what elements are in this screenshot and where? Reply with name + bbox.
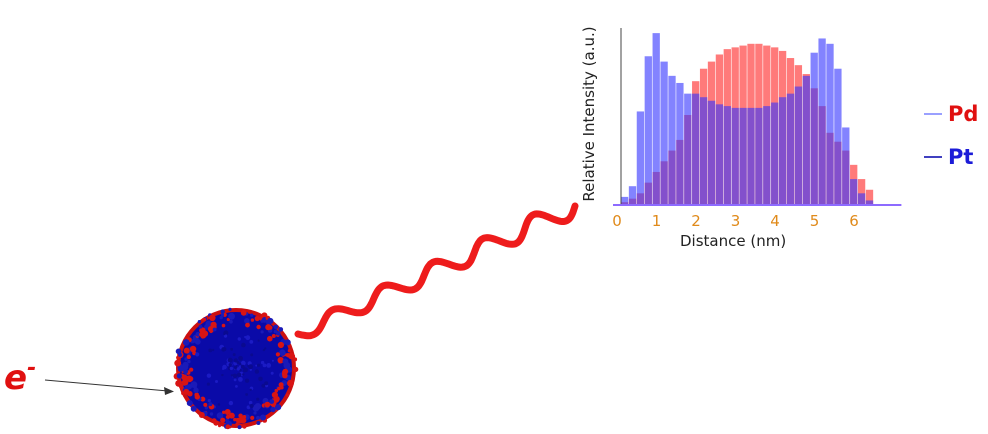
- pt-bar-5: [660, 61, 668, 204]
- x-tick-label-5: 5: [810, 212, 820, 230]
- legend-label-pt: Pt: [948, 144, 974, 169]
- legend: Pd Pt: [924, 92, 978, 178]
- pt-bar-23: [802, 75, 810, 204]
- y-axis-label: Relative Intensity (a.u.): [580, 26, 598, 202]
- pt-bar-2: [636, 111, 645, 204]
- pt-bar-4: [652, 33, 660, 205]
- pt-bar-1: [628, 186, 637, 204]
- pt-bar-29: [850, 179, 858, 204]
- pt-bar-13: [723, 106, 731, 204]
- pt-bar-26: [826, 43, 834, 204]
- pt-bar-11: [707, 100, 716, 204]
- pt-bar-17: [755, 107, 763, 204]
- pd-bar-31: [865, 189, 874, 204]
- electron-label: e-: [4, 356, 37, 398]
- pt-bar-22: [794, 86, 803, 204]
- x-tick-label-6: 6: [849, 212, 859, 230]
- legend-swatch-pt: [924, 155, 942, 158]
- pt-bar-30: [857, 193, 866, 204]
- pt-bar-10: [699, 97, 708, 204]
- electron-charge: -: [27, 356, 37, 381]
- legend-label-pd: Pd: [948, 101, 979, 126]
- pt-bar-25: [818, 38, 826, 205]
- legend-item-pt: Pt: [924, 135, 978, 178]
- pt-bar-28: [842, 127, 850, 204]
- legend-item-pd: Pd: [924, 92, 978, 135]
- pt-bar-6: [668, 75, 676, 204]
- pd-bar-30: [857, 179, 866, 204]
- x-tick-label-4: 4: [770, 212, 780, 230]
- nanoparticle: [173, 307, 299, 430]
- pt-bar-20: [778, 97, 787, 204]
- pt-bar-27: [834, 68, 842, 204]
- x-tick-label-1: 1: [652, 212, 662, 230]
- pt-bar-0: [620, 196, 629, 204]
- pt-bar-31: [865, 200, 874, 204]
- xray-wave: [294, 202, 579, 340]
- pt-bar-3: [644, 56, 652, 205]
- electron-symbol: e: [4, 358, 28, 398]
- pt-bar-9: [692, 93, 700, 204]
- x-tick-label-0: 0: [612, 212, 622, 230]
- electron-arrow: [44, 379, 174, 395]
- legend-swatch-pd: [924, 112, 942, 115]
- eds-line-profile-chart: 0 1 2 3 4 5 6: [612, 28, 902, 230]
- x-tick-label-3: 3: [731, 212, 741, 230]
- pt-bar-12: [715, 104, 724, 204]
- pt-bar-7: [676, 82, 684, 204]
- pt-bar-19: [771, 102, 779, 204]
- pt-bar-8: [684, 93, 692, 204]
- x-axis-label: Distance (nm): [680, 232, 787, 250]
- pt-bar-21: [786, 93, 795, 204]
- pt-bar-15: [739, 107, 747, 204]
- x-tick-label-2: 2: [691, 212, 701, 230]
- x-tick-labels: 0 1 2 3 4 5 6: [612, 212, 859, 230]
- pt-series: [620, 33, 874, 205]
- pt-bar-16: [747, 107, 755, 204]
- pt-bar-14: [731, 107, 739, 204]
- pt-bar-18: [763, 106, 771, 204]
- pt-bar-24: [810, 52, 818, 205]
